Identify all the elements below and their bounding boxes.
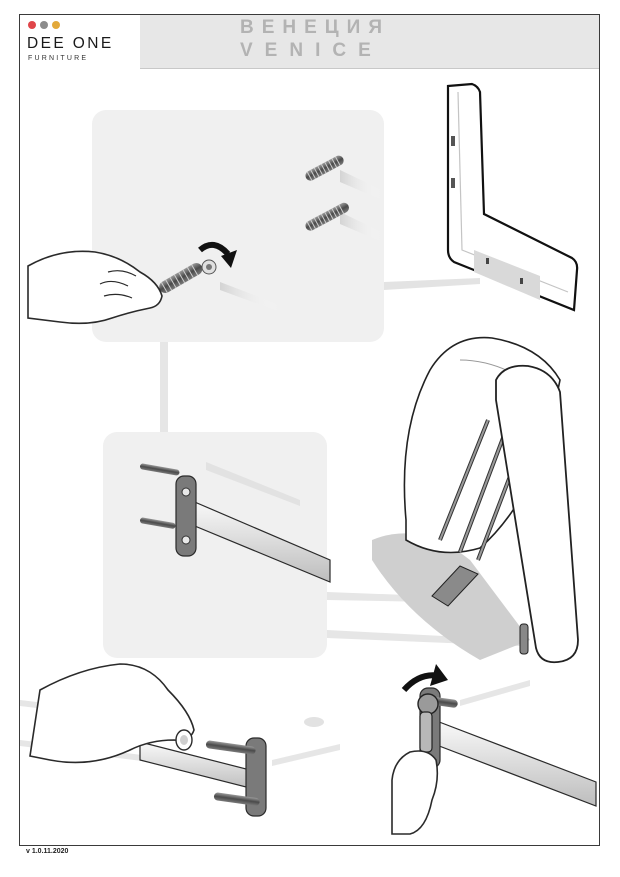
armrest-insert <box>451 136 455 146</box>
callout-connector <box>384 278 480 290</box>
frame-bar <box>434 720 596 806</box>
sofa-upside-down <box>372 338 578 663</box>
step-1-panel <box>28 110 384 342</box>
hand <box>392 751 437 834</box>
step-4-illustration <box>392 664 596 834</box>
armrest-panel <box>448 84 577 310</box>
insert-nut-hole <box>206 264 212 270</box>
step-3-illustration <box>20 664 340 816</box>
wrench-handle <box>420 712 432 752</box>
rotate-arrow-icon <box>404 664 448 690</box>
armrest-insert <box>451 178 455 188</box>
step-2-panel <box>103 432 330 658</box>
motion-trail <box>304 717 324 727</box>
hand <box>30 664 194 762</box>
sofa-leg <box>520 624 528 654</box>
bracket-hole <box>182 488 190 496</box>
bracket-hole <box>182 536 190 544</box>
callout-connector <box>160 342 168 432</box>
version-label: v 1.0.11.2020 <box>26 848 68 855</box>
wrench-head <box>418 694 438 714</box>
